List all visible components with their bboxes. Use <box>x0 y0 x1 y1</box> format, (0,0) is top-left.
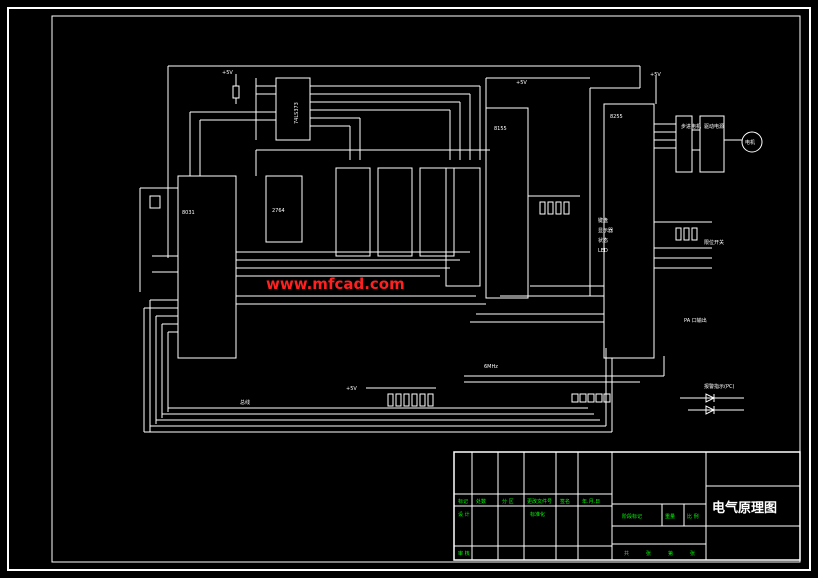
schematic-labels: 8031 74LS373 2764 8155 8255 PA 口输出 电机 步进… <box>182 70 755 406</box>
label-osc: 6MHz <box>484 364 498 370</box>
tb-sheet-3: 第 <box>668 550 673 557</box>
label-right-chip-note: PA 口输出 <box>684 317 707 324</box>
label-plus5v-right: +5V <box>650 72 661 78</box>
title-block: 电气原理图 标记 处数 分 区 更改文件号 签名 年.月.日 设 计 标准化 审… <box>453 451 801 561</box>
schematic-wiring <box>139 65 763 433</box>
label-plus5v-bottom: +5V <box>346 386 357 392</box>
tb-row1-c6: 年.月.日 <box>582 498 600 505</box>
tb-scale-label: 比 例 <box>687 513 699 520</box>
ram-chip-1 <box>335 167 371 257</box>
cpu-chip <box>177 175 237 359</box>
tb-row2-c4: 标准化 <box>530 511 545 518</box>
tb-row1-c4: 更改文件号 <box>527 498 552 505</box>
label-driver-bottom: 驱动电源 <box>704 123 724 130</box>
resistor-array-right <box>654 221 712 269</box>
label-diode: 报警指示(PC) <box>704 383 734 390</box>
label-led: LED <box>598 248 608 254</box>
tb-row3-c1: 审 核 <box>458 550 470 557</box>
diode-pair <box>680 393 744 415</box>
resistor-array-left <box>528 195 580 215</box>
tb-stage-label: 阶段标记 <box>622 513 642 520</box>
tb-row2-c1: 设 计 <box>458 511 470 518</box>
tb-sheet-4: 张 <box>690 550 695 557</box>
motor-symbol <box>741 131 763 153</box>
label-status: 状态 <box>598 237 608 244</box>
label-driver-top: 步进电机 <box>681 123 701 130</box>
label-relay: 限位开关 <box>704 239 724 246</box>
tb-row1-c1: 标记 <box>458 498 468 505</box>
label-bus: 总线 <box>240 399 250 406</box>
drawing-title: 电气原理图 <box>712 500 777 516</box>
label-cpu: 8031 <box>182 210 195 216</box>
ram-chip-3 <box>419 167 455 257</box>
label-latch: 74LS373 <box>294 102 300 124</box>
tb-row1-c5: 签名 <box>560 498 570 505</box>
outer-frame <box>7 7 811 571</box>
tb-row1-c3: 分 区 <box>502 498 514 505</box>
label-plus5v-mid: +5V <box>516 80 527 86</box>
label-rom: 2764 <box>272 208 285 214</box>
rom-chip <box>265 175 303 243</box>
ram-chip-4 <box>445 167 481 287</box>
driver-box-1 <box>675 115 693 173</box>
tb-sheet-1: 共 <box>624 550 629 557</box>
label-plus5v-top: +5V <box>222 70 233 76</box>
driver-box-2 <box>699 115 725 173</box>
right-chip <box>603 103 655 359</box>
label-pio: 8155 <box>494 126 507 132</box>
tb-row1-c2: 处数 <box>476 498 486 505</box>
label-right-chip: 8255 <box>610 114 623 120</box>
label-motor: 电机 <box>745 139 755 146</box>
latch-chip <box>275 77 311 141</box>
watermark: www.mfcad.com <box>266 275 405 293</box>
ram-chip-2 <box>377 167 413 257</box>
label-keypad: 键盘 <box>598 217 608 224</box>
label-display: 显示器 <box>598 228 613 234</box>
tb-weight-label: 重量 <box>665 513 675 520</box>
pio-chip <box>485 107 529 299</box>
inner-frame <box>51 15 801 563</box>
bottom-resistors <box>366 387 436 407</box>
bottom-switches <box>571 393 611 403</box>
tb-sheet-2: 张 <box>646 550 651 557</box>
